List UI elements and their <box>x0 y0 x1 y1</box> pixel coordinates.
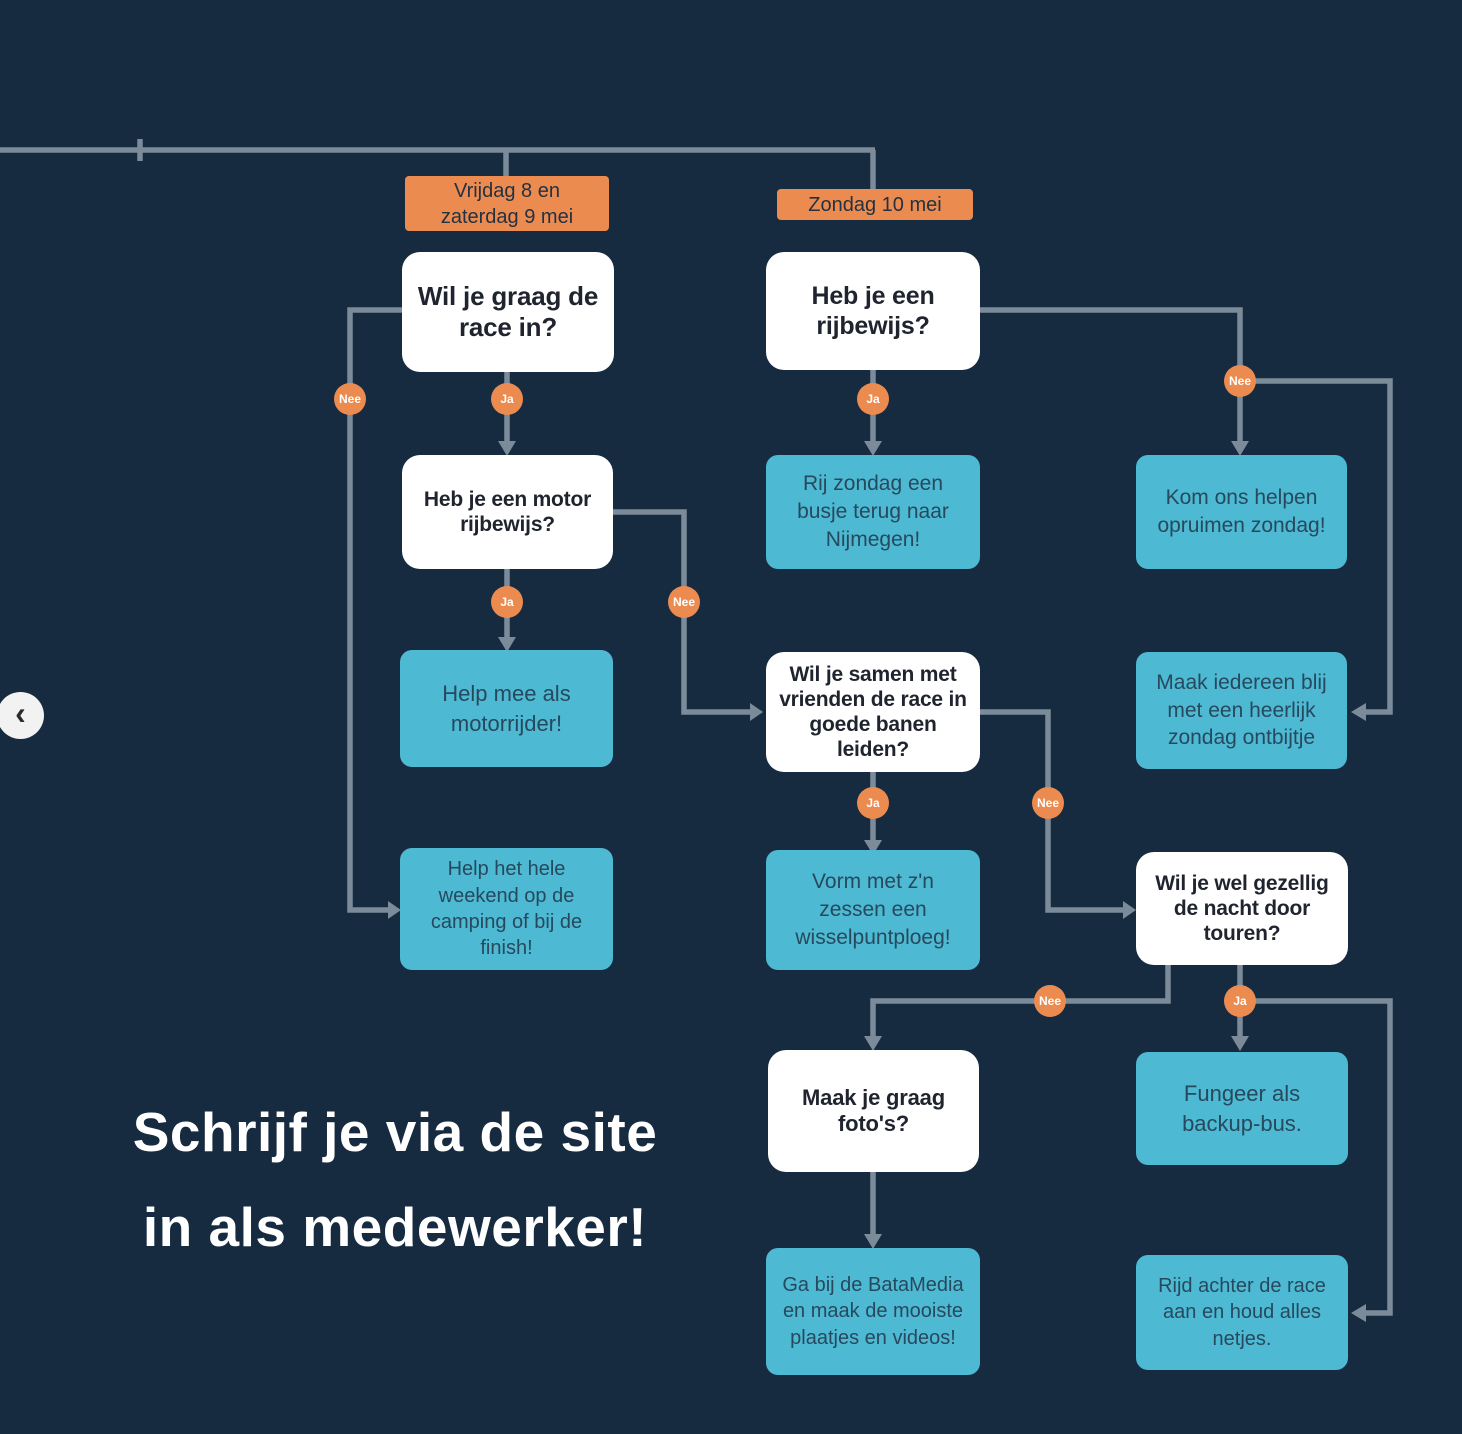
carousel-prev-button[interactable]: ‹ <box>0 692 44 739</box>
badge-ja: Ja <box>857 787 889 819</box>
badge-ja: Ja <box>857 383 889 415</box>
question-drivers-license: Heb je een rijbewijs? <box>766 252 980 370</box>
badge-nee: Nee <box>668 586 700 618</box>
header-sunday: Zondag 10 mei <box>777 189 973 220</box>
outcome-camping-finish: Help het hele weekend op de camping of b… <box>400 848 613 970</box>
badge-nee: Nee <box>1224 365 1256 397</box>
badge-ja: Ja <box>1224 985 1256 1017</box>
badge-ja: Ja <box>491 383 523 415</box>
outcome-exchange-team: Vorm met z'n zessen een wisselpuntploeg! <box>766 850 980 970</box>
header-friday-saturday: Vrijdag 8 en zaterdag 9 mei <box>405 176 609 231</box>
cta-line2: in als medewerker! <box>142 1196 648 1258</box>
question-photos: Maak je graag foto's? <box>768 1050 979 1172</box>
outcome-batamedia: Ga bij de BataMedia en maak de mooiste p… <box>766 1248 980 1375</box>
badge-ja: Ja <box>491 586 523 618</box>
question-motor-license: Heb je een motor rijbewijs? <box>402 455 613 569</box>
outcome-help-cleanup: Kom ons helpen opruimen zondag! <box>1136 455 1347 569</box>
outcome-drive-van-back: Rij zondag een busje terug naar Nijmegen… <box>766 455 980 569</box>
badge-nee: Nee <box>334 383 366 415</box>
outcome-sunday-breakfast: Maak iedereen blij met een heerlijk zond… <box>1136 652 1347 769</box>
question-race-in: Wil je graag de race in? <box>402 252 614 372</box>
cta-text: Schrijf je via de site in als medewerker… <box>55 1105 735 1295</box>
question-with-friends: Wil je samen met vrienden de race in goe… <box>766 652 980 772</box>
outcome-backup-bus: Fungeer als backup-bus. <box>1136 1052 1348 1165</box>
outcome-sweeper-car: Rijd achter de race aan en houd alles ne… <box>1136 1255 1348 1370</box>
outcome-motor-rider: Help mee als motorrijder! <box>400 650 613 767</box>
cta-line1: Schrijf je via de site <box>132 1101 658 1163</box>
chevron-left-icon: ‹ <box>15 695 26 731</box>
question-night-driving: Wil je wel gezellig de nacht door touren… <box>1136 852 1348 965</box>
badge-nee: Nee <box>1034 985 1066 1017</box>
badge-nee: Nee <box>1032 787 1064 819</box>
